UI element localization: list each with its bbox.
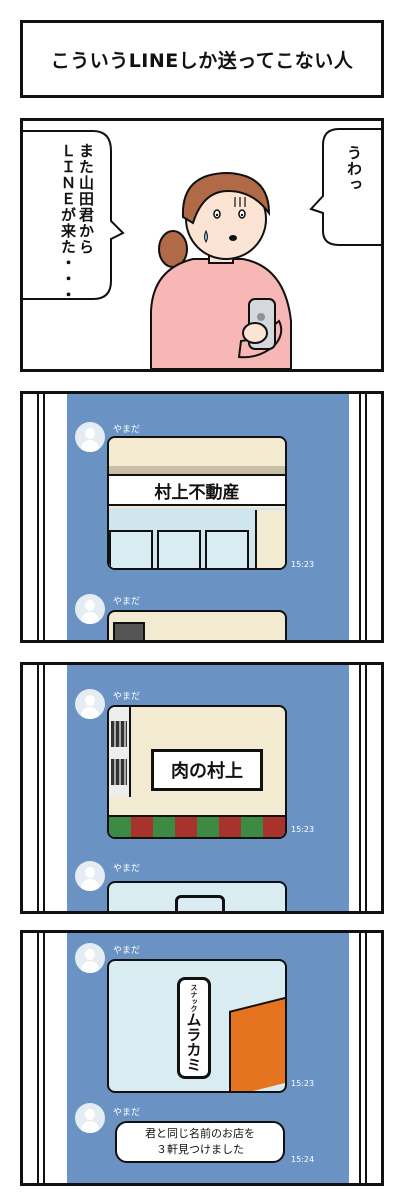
sender-name: やまだ (113, 425, 141, 435)
comic-title: こういうLINEしか送ってこない人 (50, 49, 354, 72)
timestamp: 15:23 (291, 1079, 315, 1088)
frame-pillar-right (359, 394, 367, 640)
sender-name: やまだ (113, 597, 141, 607)
panel-4: やまだ スナック ムラカミ 15:23 やまだ 君と同じ名前のお店を ３軒見つけ… (20, 930, 384, 1186)
sender-name: やまだ (113, 946, 141, 956)
sign-snack-murakami: スナック ムラカミ (177, 977, 211, 1079)
frame-pillar-left (37, 933, 45, 1183)
frame-pillar-right (359, 933, 367, 1183)
sign-snack-label: スナック (190, 984, 198, 1012)
avatar (75, 422, 105, 452)
message-line-1: 君と同じ名前のお店を (145, 1127, 255, 1140)
panel-1: また山田君から ＬＩＮＥが来た・・・ うわっ (20, 118, 384, 372)
frame-pillar-left (37, 394, 45, 640)
photo-message-partial[interactable] (107, 881, 287, 911)
photo-message-partial[interactable] (107, 610, 287, 640)
avatar (75, 943, 105, 973)
chat-screen: やまだ スナック ムラカミ 15:23 やまだ 君と同じ名前のお店を ３軒見つけ… (67, 933, 349, 1183)
sender-name: やまだ (113, 864, 141, 874)
chat-screen: やまだ 村上不動産 15:23 やまだ (67, 394, 349, 640)
timestamp: 15:23 (291, 825, 315, 834)
timestamp: 15:23 (291, 560, 315, 569)
sender-name: やまだ (113, 1108, 141, 1118)
avatar (75, 594, 105, 624)
timestamp: 15:24 (291, 1155, 315, 1164)
message-line-2: ３軒見つけました (156, 1143, 244, 1156)
sign-murakami-fudosan: 村上不動産 (107, 474, 287, 506)
avatar (75, 1103, 105, 1133)
speech-right: うわっ (345, 145, 363, 193)
sender-name: やまだ (113, 692, 141, 702)
woman-illustration (23, 128, 381, 369)
speech-left: また山田君から ＬＩＮＥが来た・・・ (59, 143, 95, 303)
text-message-bubble[interactable]: 君と同じ名前のお店を ３軒見つけました (115, 1121, 285, 1163)
frame-pillar-right (359, 665, 367, 911)
panel-2: やまだ 村上不動産 15:23 やまだ (20, 391, 384, 643)
avatar (75, 861, 105, 891)
avatar (75, 689, 105, 719)
chat-screen: やまだ 肉の村上 15:23 やまだ (67, 665, 349, 911)
title-frame: こういうLINEしか送ってこない人 (20, 20, 384, 98)
panel-3: やまだ 肉の村上 15:23 やまだ (20, 662, 384, 914)
sign-niku-no-murakami: 肉の村上 (151, 749, 263, 791)
frame-pillar-left (37, 665, 45, 911)
sign-murakami-katakana: ムラカミ (184, 1012, 203, 1072)
